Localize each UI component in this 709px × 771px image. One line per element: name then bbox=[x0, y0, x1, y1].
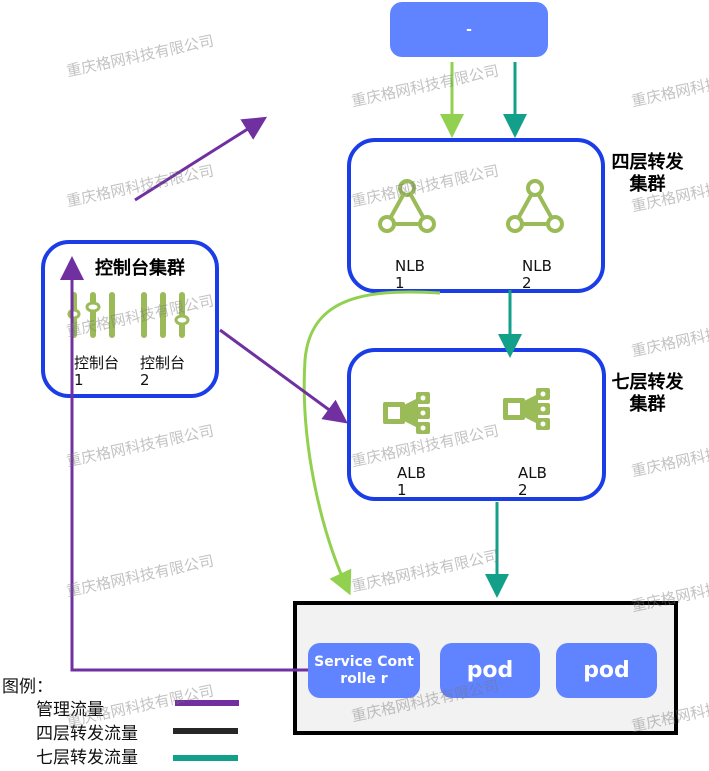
top-entry-box[interactable]: - bbox=[390, 2, 548, 57]
legend-label-l7: 七层转发流量 bbox=[36, 748, 138, 768]
l7-cluster bbox=[347, 348, 606, 501]
pod-box[interactable]: pod bbox=[440, 643, 540, 698]
legend-swatch-l7 bbox=[173, 755, 238, 761]
green-curve-arrow bbox=[302, 290, 441, 596]
legend-title: 图例： bbox=[2, 677, 53, 697]
legend-label-l4: 四层转发流量 bbox=[36, 724, 138, 744]
legend-swatch-management bbox=[175, 700, 239, 706]
alb-icon bbox=[503, 388, 550, 430]
l4-cluster-title: 四层转发集群 bbox=[611, 152, 684, 195]
purple-arrow-console-l7 bbox=[219, 328, 348, 424]
nlb-icon bbox=[506, 179, 564, 233]
legend-label-management: 管理流量 bbox=[36, 700, 104, 720]
legend-swatch-l4 bbox=[173, 728, 238, 734]
console-cluster-title: 控制台集群 bbox=[95, 258, 185, 279]
slider-icons bbox=[67, 292, 190, 338]
purple-arrow-management bbox=[60, 256, 308, 672]
nlb-icon bbox=[378, 179, 436, 233]
nlb-icons bbox=[378, 179, 564, 233]
purple-arrow-diag bbox=[134, 116, 268, 202]
alb-icons bbox=[383, 388, 550, 434]
service-controller-box[interactable]: Service Controlle r bbox=[308, 643, 420, 698]
slider-icon bbox=[67, 292, 115, 338]
alb-icon bbox=[383, 392, 430, 434]
slider-icon bbox=[141, 292, 190, 338]
l7-cluster-title: 七层转发集群 bbox=[611, 372, 684, 415]
pod-box[interactable]: pod bbox=[556, 643, 657, 698]
